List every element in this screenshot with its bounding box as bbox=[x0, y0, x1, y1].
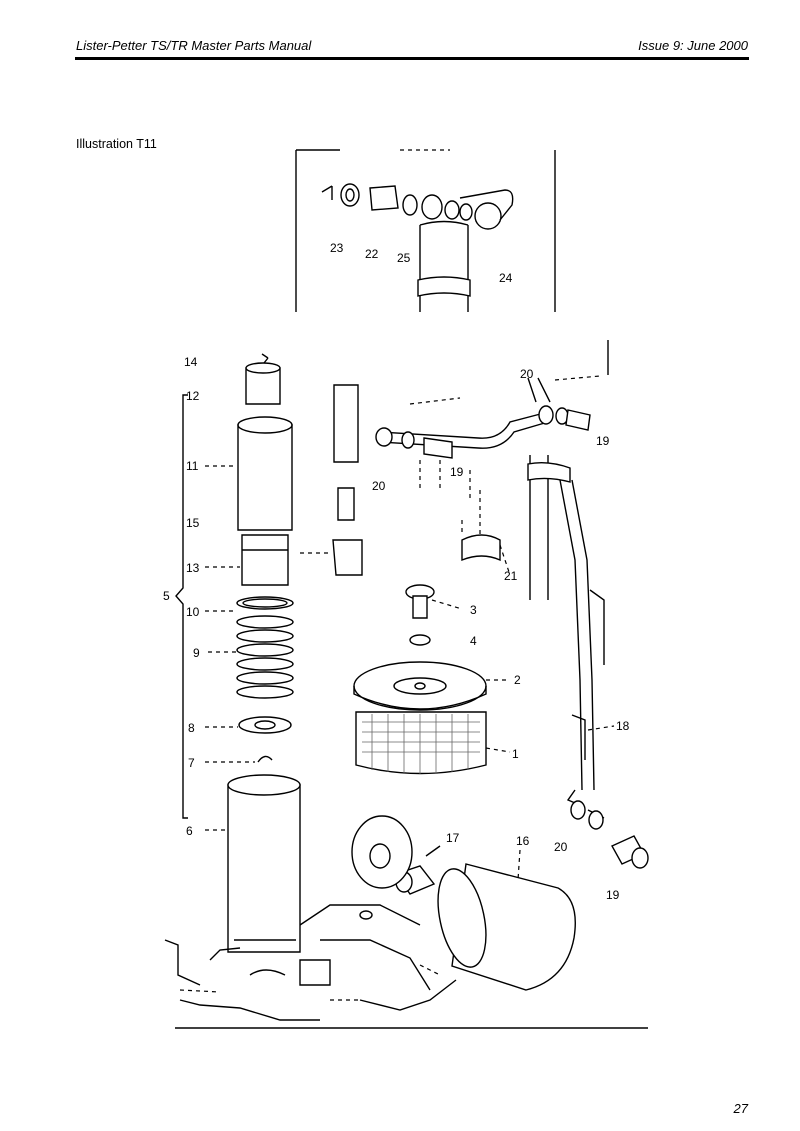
callout-16: 16 bbox=[516, 834, 530, 848]
callout-11: 11 bbox=[186, 459, 199, 473]
callout-19-middle: 19 bbox=[450, 465, 464, 479]
issue-info: Issue 9: June 2000 bbox=[638, 38, 748, 53]
callout-18: 18 bbox=[616, 719, 630, 733]
callout-3: 3 bbox=[470, 603, 477, 617]
callout-14: 14 bbox=[184, 355, 198, 369]
callout-25: 25 bbox=[397, 251, 411, 265]
callout-9: 9 bbox=[193, 646, 200, 660]
callout-15: 15 bbox=[186, 516, 200, 530]
callout-19-top: 19 bbox=[596, 434, 610, 448]
illustration-label: Illustration T11 bbox=[76, 137, 157, 151]
callout-10: 10 bbox=[186, 605, 200, 619]
callout-13: 13 bbox=[186, 561, 200, 575]
callout-21: 21 bbox=[504, 569, 518, 583]
callout-6: 6 bbox=[186, 824, 193, 838]
inset-detail: 23 22 25 24 bbox=[295, 149, 556, 312]
callout-8: 8 bbox=[188, 721, 195, 735]
crankcase-and-filter: 16 17 bbox=[164, 815, 648, 1029]
page-number: 27 bbox=[733, 1101, 748, 1116]
pipe-assembly: 20 19 19 20 18 20 19 bbox=[372, 340, 649, 902]
callout-24: 24 bbox=[499, 271, 513, 285]
cover-assembly: 3 4 2 1 21 bbox=[353, 490, 521, 775]
callout-23: 23 bbox=[330, 241, 344, 255]
callout-4: 4 bbox=[470, 634, 477, 648]
callout-19-bottom: 19 bbox=[606, 888, 620, 902]
callout-5: 5 bbox=[163, 589, 170, 603]
callout-12: 12 bbox=[186, 389, 200, 403]
callout-1: 1 bbox=[512, 747, 519, 761]
callout-2: 2 bbox=[514, 673, 521, 687]
manual-title: Lister-Petter TS/TR Master Parts Manual bbox=[76, 38, 312, 53]
header-rule bbox=[75, 57, 749, 60]
callout-20-bottom: 20 bbox=[554, 840, 568, 854]
callout-7: 7 bbox=[188, 756, 195, 770]
callout-22: 22 bbox=[365, 247, 379, 261]
callout-17: 17 bbox=[446, 831, 460, 845]
callout-20-top: 20 bbox=[520, 367, 534, 381]
filter-assembly: 14 12 11 15 13 5 10 9 8 7 6 bbox=[163, 353, 363, 953]
callout-20-left: 20 bbox=[372, 479, 386, 493]
